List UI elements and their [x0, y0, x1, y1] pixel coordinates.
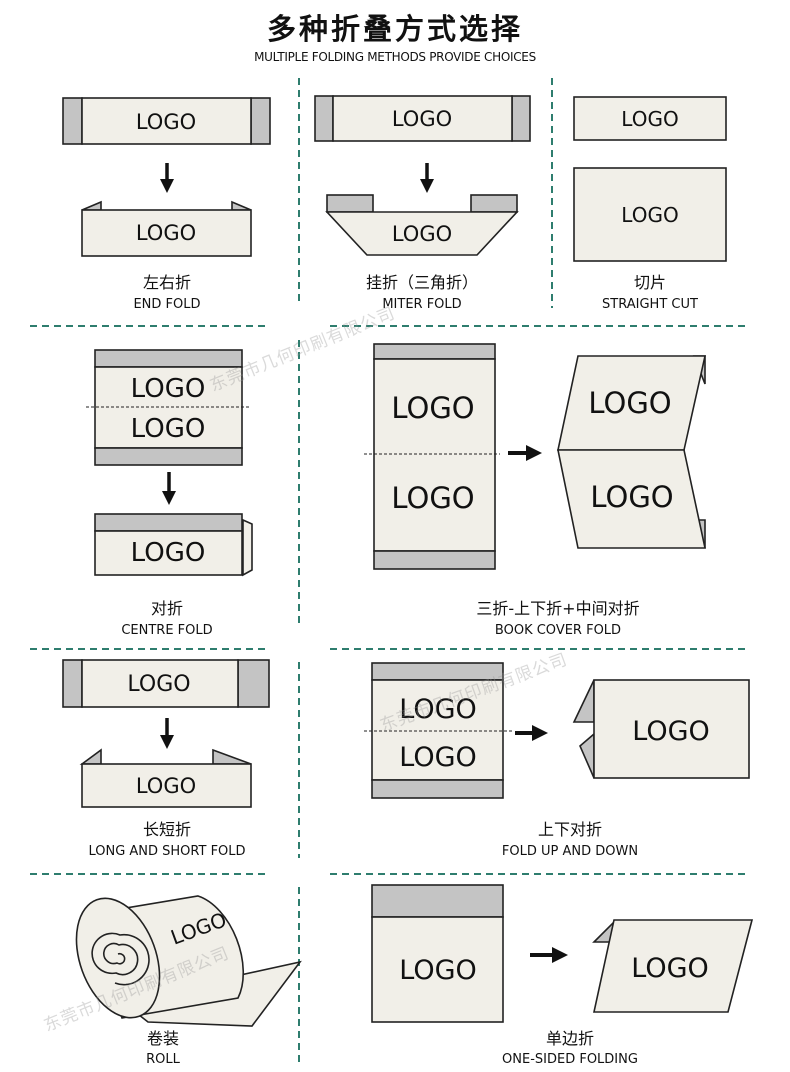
page-title: 多种折叠方式选择	[266, 12, 523, 46]
logo-text: LOGO	[399, 694, 477, 725]
caption-cn: 单边折	[545, 1029, 594, 1048]
one-sided-folding-illustration	[371, 884, 754, 1023]
caption-cn: 三折-上下折+中间对折	[476, 599, 640, 618]
caption-en: ONE-SIDED FOLDING	[502, 1052, 638, 1067]
logo-text: LOGO	[131, 538, 206, 568]
logo-text: LOGO	[590, 480, 673, 514]
book-cover-fold-illustration	[364, 343, 706, 570]
logo-text: LOGO	[136, 774, 196, 798]
caption-cn: 左右折	[142, 273, 191, 292]
logo-labels: LOGO LOGO LOGO LOGO LOGO LOGO LOGO LOGO …	[127, 107, 709, 986]
miter-fold-illustration	[314, 95, 531, 256]
roll-illustration	[75, 895, 302, 1027]
caption-en: MITER FOLD	[382, 297, 462, 312]
logo-text: LOGO	[399, 742, 477, 773]
logo-text: LOGO	[391, 391, 474, 425]
logo-text: LOGO	[632, 716, 710, 747]
logo-text: LOGO	[631, 953, 709, 984]
logo-text: LOGO	[399, 955, 477, 986]
logo-text: LOGO	[131, 414, 206, 444]
caption-en: END FOLD	[133, 297, 201, 312]
logo-text: LOGO	[392, 107, 452, 131]
section-dividers	[30, 78, 748, 1064]
caption-cn: 切片	[633, 273, 666, 292]
fold-up-down-illustration	[364, 662, 750, 799]
caption-cn: 卷装	[146, 1029, 179, 1048]
long-short-fold-illustration	[62, 659, 270, 808]
caption-en: FOLD UP AND DOWN	[501, 844, 639, 859]
straight-cut-illustration	[573, 96, 727, 262]
logo-text: LOGO	[392, 222, 452, 246]
logo-text: LOGO	[136, 110, 196, 134]
caption-cn: 对折	[150, 599, 183, 618]
logo-text: LOGO	[621, 107, 678, 131]
caption-en: LONG AND SHORT FOLD	[88, 844, 246, 859]
logo-text: LOGO	[131, 374, 206, 404]
logo-text: LOGO	[127, 672, 190, 697]
caption-en: BOOK COVER FOLD	[494, 623, 622, 638]
logo-text: LOGO	[391, 481, 474, 515]
caption-en: ROLL	[146, 1052, 180, 1067]
logo-text: LOGO	[621, 203, 678, 227]
caption-cn: 长短折	[142, 820, 191, 839]
page-subtitle: MULTIPLE FOLDING METHODS PROVIDE CHOICES	[254, 50, 536, 64]
end-fold-illustration	[62, 97, 271, 257]
caption-en: STRAIGHT CUT	[602, 297, 698, 312]
logo-text: LOGO	[588, 386, 671, 420]
logo-text: LOGO	[136, 221, 196, 245]
caption-cn: 上下对折	[537, 820, 602, 839]
centre-fold-illustration	[86, 349, 253, 577]
caption-en: CENTRE FOLD	[121, 623, 213, 638]
caption-cn: 挂折（三角折）	[365, 273, 478, 292]
